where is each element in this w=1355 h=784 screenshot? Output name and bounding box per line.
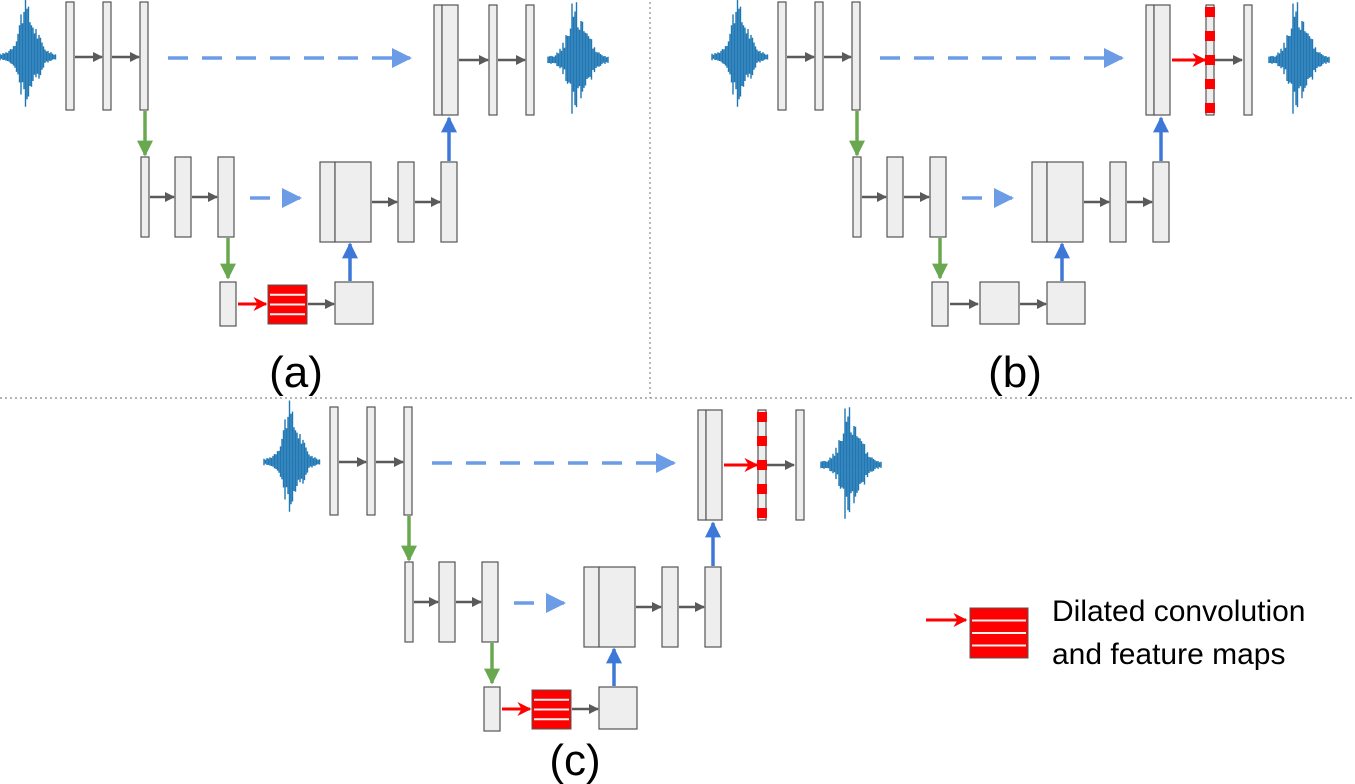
dilated-bar-square [1205, 103, 1215, 113]
legend-dilated-block-stack [969, 607, 1029, 659]
dilated-bar-square [1205, 7, 1215, 17]
decoder-l2-map-3 [704, 566, 722, 648]
dilated-bar-square [757, 508, 767, 518]
panel-label-c: (c) [549, 736, 600, 784]
dilated-bar-square [1205, 79, 1215, 89]
decoder-l1-concat-left [433, 4, 443, 116]
decoder-l1-dilated-map [1205, 4, 1215, 116]
input-waveform [263, 400, 321, 512]
panel-b [711, 0, 1330, 327]
output-waveform [547, 2, 609, 114]
encoder-l2-map-2 [174, 156, 192, 238]
dilated-bar-square [1205, 55, 1215, 65]
panel-label-b: (b) [988, 348, 1042, 397]
encoder-l2-map-3 [217, 156, 235, 238]
decoder-l2-concat-right [598, 566, 636, 648]
dilated-bar-square [757, 484, 767, 494]
decoder-l2-concat-left [583, 566, 600, 648]
decoder-l2-concat-left [319, 161, 336, 243]
decoder-l2-map-2 [1109, 161, 1127, 243]
decoder-l1-map-2 [488, 4, 498, 116]
decoder-l1-concat-right [1153, 4, 1171, 116]
legend-line-1: Dilated convolution [1052, 595, 1306, 628]
decoder-l2-concat-right [334, 161, 372, 243]
bottleneck-map-in [931, 281, 949, 327]
dilated-bar-square [757, 412, 767, 422]
encoder-l1-map-2 [366, 406, 376, 516]
encoder-l2-map-3 [929, 156, 947, 238]
bottleneck-map-in [219, 281, 237, 327]
dilated-bar-square [1205, 31, 1215, 41]
decoder-l2-map-2 [661, 566, 679, 648]
decoder-l1-concat-left [1145, 4, 1155, 116]
output-waveform [1268, 2, 1330, 114]
legend: Dilated convolution and feature maps [926, 595, 1306, 671]
encoder-l1-map-2 [102, 1, 112, 111]
encoder-l1-map-3 [139, 1, 149, 111]
decoder-l1-concat-right [441, 4, 459, 116]
decoder-l1-concat-left [697, 409, 707, 521]
bottleneck-dilated-block [531, 689, 572, 730]
decoder-l1-map-out [1243, 4, 1253, 116]
bottleneck-map-out [1046, 281, 1086, 325]
encoder-l2-map-2 [438, 561, 456, 643]
legend-line-2: and feature maps [1052, 638, 1285, 671]
decoder-l2-map-3 [1152, 161, 1170, 243]
encoder-l2-map-1 [140, 156, 150, 238]
input-waveform [711, 0, 769, 107]
encoder-l2-map-1 [852, 156, 862, 238]
encoder-l1-map-3 [851, 1, 861, 111]
bottleneck-map-mid [979, 281, 1020, 325]
bottleneck-dilated-block [267, 284, 308, 325]
bottleneck-map-in [483, 686, 501, 732]
encoder-l2-map-3 [481, 561, 499, 643]
panel-a [0, 0, 609, 327]
decoder-l2-concat-right [1046, 161, 1084, 243]
bottleneck-map-out [334, 281, 374, 325]
input-waveform [0, 0, 57, 107]
decoder-l1-dilated-map [757, 409, 767, 521]
decoder-l2-concat-left [1031, 161, 1048, 243]
bottleneck-map-out [598, 686, 638, 730]
dilated-bar-square [757, 460, 767, 470]
encoder-l2-map-1 [404, 561, 414, 643]
decoder-l1-map-3 [525, 4, 535, 116]
panel-label-a: (a) [269, 348, 323, 397]
encoder-l2-map-2 [886, 156, 904, 238]
dilated-bar-square [757, 436, 767, 446]
encoder-l1-map-2 [814, 1, 824, 111]
decoder-l1-map-out [795, 409, 805, 521]
encoder-l1-map-3 [403, 406, 413, 516]
encoder-l1-map-1 [65, 1, 75, 111]
output-waveform [820, 407, 882, 519]
decoder-l1-concat-right [705, 409, 723, 521]
decoder-l2-map-3 [440, 161, 458, 243]
legend-dilated-block [969, 607, 1029, 659]
encoder-l1-map-1 [777, 1, 787, 111]
panel-c [263, 400, 882, 732]
encoder-l1-map-1 [329, 406, 339, 516]
decoder-l2-map-2 [397, 161, 415, 243]
